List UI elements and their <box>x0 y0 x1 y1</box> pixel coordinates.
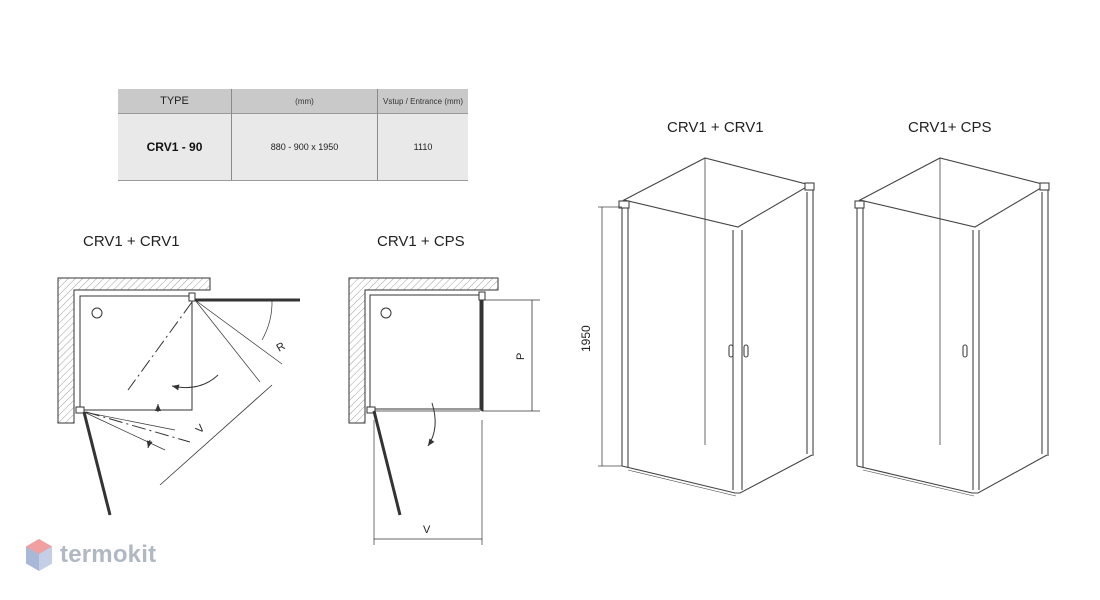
radius-arc <box>261 299 273 341</box>
view-left-title: CRV1 + CRV1 <box>667 119 764 136</box>
center-line <box>127 301 193 391</box>
view-crv1-crv1 <box>598 157 815 497</box>
swing-line <box>83 411 176 431</box>
handle-icon <box>962 344 968 358</box>
drain-icon <box>380 307 392 319</box>
dim-label-v: V <box>194 422 208 436</box>
hinge-cap <box>1039 182 1050 191</box>
table-row: CRV1 - 90 880 - 900 x 1950 1110 <box>118 113 468 181</box>
bottom-frame <box>621 454 813 494</box>
watermark-text: termokit <box>60 541 157 568</box>
view-right-title: CRV1+ CPS <box>908 119 992 136</box>
top-frame <box>858 157 1048 228</box>
dim-label-height: 1950 <box>579 325 593 352</box>
table-cell-entrance: 1110 <box>377 113 468 181</box>
arrow-icon <box>146 439 153 449</box>
swing-line <box>194 299 261 383</box>
hinge-cap <box>804 182 815 191</box>
table-header-type: TYPE <box>118 89 232 114</box>
door-panel-open <box>372 410 402 516</box>
bottom-frame <box>627 469 737 497</box>
center-line <box>85 411 191 443</box>
table-header-dimensions: (mm) <box>231 89 378 114</box>
drain-icon <box>91 307 103 319</box>
spec-table: TYPE (mm) Vstup / Entrance (mm) CRV1 - 9… <box>118 89 468 181</box>
hinge-post <box>366 406 376 414</box>
dim-label-p: P <box>515 353 527 360</box>
bottom-frame <box>862 469 975 497</box>
view-crv1-cps <box>854 157 1050 497</box>
swing-line <box>194 299 283 365</box>
hinge-cap <box>854 200 865 209</box>
hinge-post <box>188 292 196 302</box>
door-panel-open <box>82 411 112 516</box>
swing-line <box>83 411 166 451</box>
handle-icon <box>728 344 734 358</box>
top-frame <box>622 157 812 228</box>
wall-hatch <box>57 277 211 424</box>
dimension-line-v <box>159 384 273 486</box>
dim-label-v2: V <box>423 524 431 536</box>
dim-label-r: R <box>275 340 288 354</box>
plan-crv1-crv1 <box>57 277 300 516</box>
rotation-arrow-icon <box>171 374 219 391</box>
table-header-entrance: Vstup / Entrance (mm) <box>377 89 468 114</box>
wall-hatch <box>348 277 499 424</box>
bottom-frame <box>856 454 1048 494</box>
plan-left-title: CRV1 + CRV1 <box>83 233 180 250</box>
plan-crv1-cps <box>348 277 540 545</box>
handle-icon <box>743 344 749 358</box>
hinge-post <box>478 291 486 301</box>
hexagon-logo-icon <box>26 539 52 571</box>
shower-tray <box>369 294 481 410</box>
watermark: termokit <box>24 535 156 575</box>
table-header-row: TYPE (mm) Vstup / Entrance (mm) <box>118 89 468 114</box>
table-cell-dimensions: 880 - 900 x 1950 <box>231 113 378 181</box>
table-cell-type: CRV1 - 90 <box>118 113 232 181</box>
hinge-post <box>75 406 85 414</box>
hinge-cap <box>618 200 630 209</box>
shower-tray <box>79 295 193 411</box>
rotation-arrow-icon <box>427 402 436 447</box>
plan-right-title: CRV1 + CPS <box>377 233 465 250</box>
